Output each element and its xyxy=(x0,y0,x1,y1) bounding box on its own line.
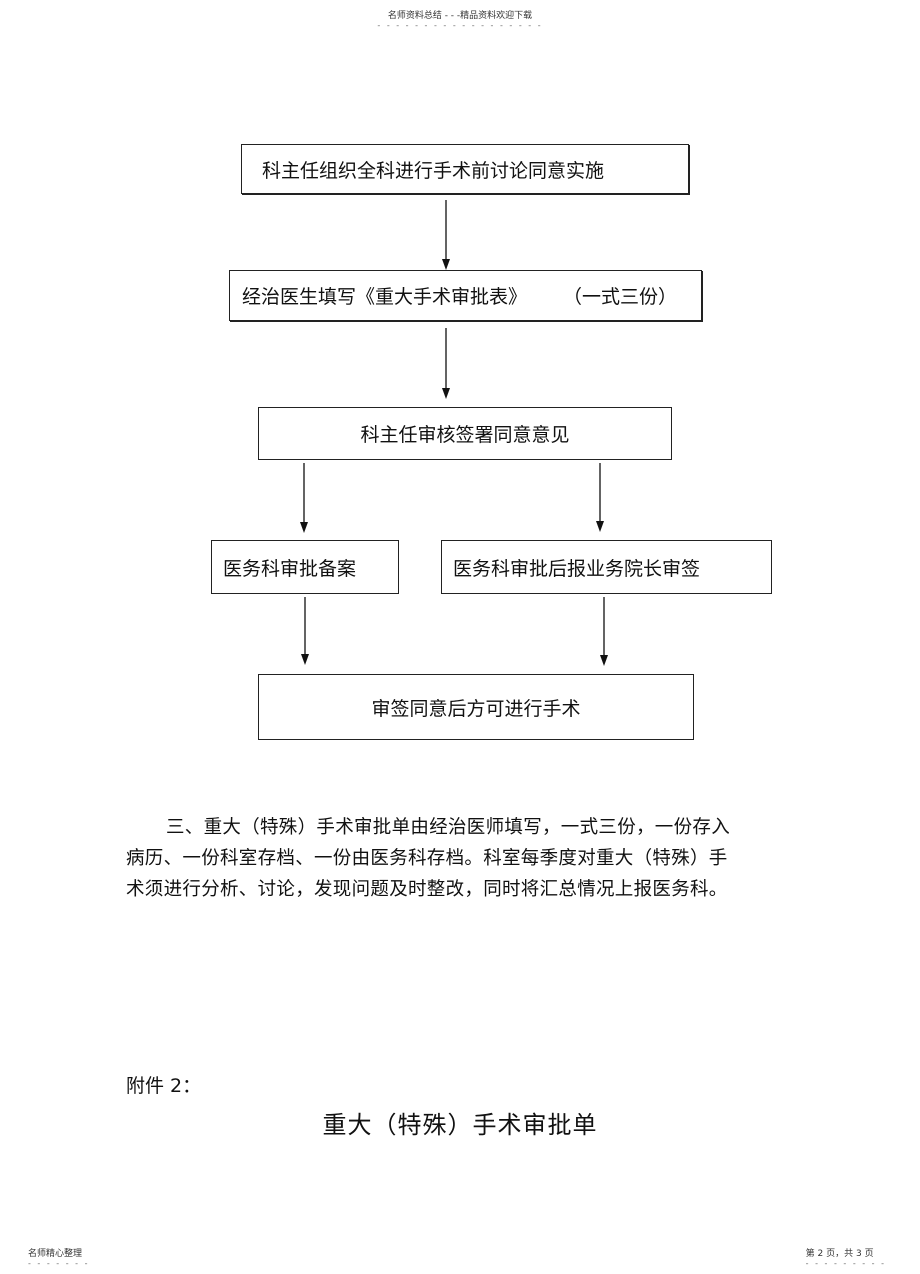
attachment-label: 附件 2： xyxy=(126,1075,202,1097)
flow-step-surgery-approved: 审签同意后方可进行手术 xyxy=(258,674,694,740)
flow-step-medical-affairs-filing-label: 医务科审批备案 xyxy=(223,557,357,580)
flow-step-fill-approval-form: 经治医生填写《重大手术审批表》 （一式三份） xyxy=(229,270,702,321)
form-title: 重大（特殊）手术审批单 xyxy=(322,1111,598,1139)
header-dots: - - - - - - - - - - - - - - - - - - xyxy=(377,21,543,30)
flow-step-vice-president-signoff: 医务科审批后报业务院长审签 xyxy=(441,540,772,594)
flow-step-vice-president-signoff-label: 医务科审批后报业务院长审签 xyxy=(453,557,701,580)
paragraph-line-3: 术须进行分析、讨论，发现问题及时整改，同时将汇总情况上报医务科。 xyxy=(126,879,728,900)
arrowhead-1 xyxy=(442,259,450,270)
flow-step-medical-affairs-filing: 医务科审批备案 xyxy=(211,540,399,594)
flow-step-department-discussion: 科主任组织全科进行手术前讨论同意实施 xyxy=(241,144,689,194)
paragraph-line-2: 病历、一份科室存档、一份由医务科存档。科室每季度对重大（特殊）手 xyxy=(126,848,728,869)
flow-step-surgery-approved-label: 审签同意后方可进行手术 xyxy=(371,697,581,720)
flow-step-fill-approval-form-label: 经治医生填写《重大手术审批表》 xyxy=(242,286,528,308)
footer-left-text: 名师精心整理 xyxy=(28,1249,83,1259)
arrowhead-3 xyxy=(300,522,308,533)
flow-step-department-discussion-label: 科主任组织全科进行手术前讨论同意实施 xyxy=(262,159,605,182)
arrowhead-5 xyxy=(301,654,309,665)
arrowhead-4 xyxy=(596,521,604,532)
footer-right: 第 2 页，共 3 页 - - - - - - - - - xyxy=(806,1246,886,1268)
footer-left-dots: - - - - - - - xyxy=(28,1259,90,1268)
arrowhead-2 xyxy=(442,388,450,399)
paragraph-line-1: 三、重大（特殊）手术审批单由经治医师填写，一式三份，一份存入 xyxy=(166,817,731,838)
page-number: 第 2 页，共 3 页 xyxy=(805,1249,874,1259)
flow-step-director-review-label: 科主任审核签署同意意见 xyxy=(360,424,570,446)
flow-step-director-review: 科主任审核签署同意意见 xyxy=(258,407,672,460)
footer-right-dots: - - - - - - - - - xyxy=(805,1259,886,1268)
flow-step-copies-note: （一式三份） xyxy=(563,286,678,308)
header-title: 名师资料总结 - - -精品资料欢迎下载 xyxy=(387,11,533,21)
arrowhead-6 xyxy=(600,655,608,666)
footer-left: 名师精心整理 - - - - - - - xyxy=(28,1246,89,1268)
body-paragraph: 三、重大（特殊）手术审批单由经治医师填写，一式三份，一份存入 病历、一份科室存档… xyxy=(126,812,754,905)
page-header: 名师资料总结 - - -精品资料欢迎下载 - - - - - - - - - -… xyxy=(0,8,920,30)
